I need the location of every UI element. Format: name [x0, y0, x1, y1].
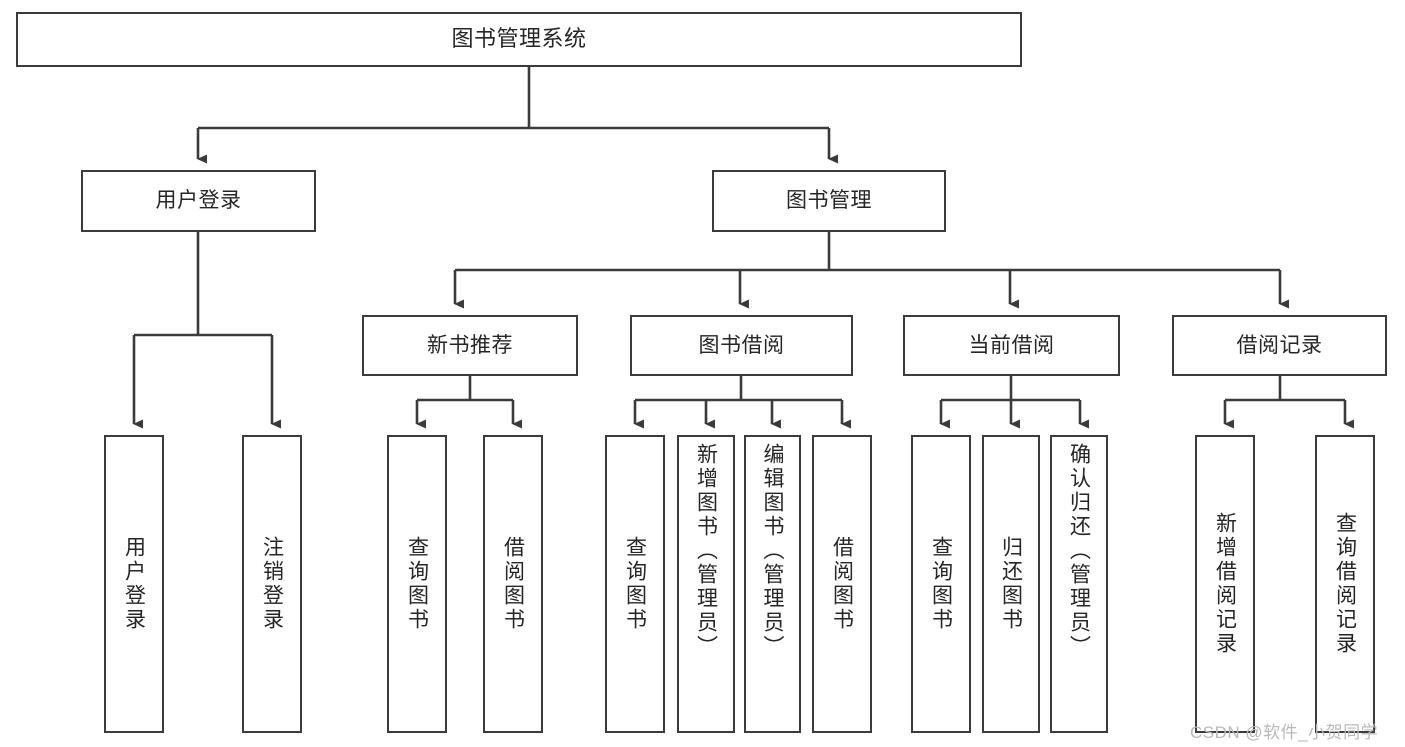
node-borrow-record[interactable]: 借阅记录 [1172, 315, 1387, 376]
node-label: 查询图书 [623, 536, 647, 632]
leaf-book-borrow-query[interactable]: 查询图书 [605, 435, 665, 733]
node-label: 新增图书（管理员） [694, 443, 718, 659]
node-new-book-recommend[interactable]: 新书推荐 [362, 315, 578, 376]
node-label: 用户登录 [155, 189, 242, 213]
node-label: 确认归还（管理员） [1067, 443, 1091, 659]
leaf-new-book-query[interactable]: 查询图书 [387, 435, 447, 733]
node-label: 借阅图书 [830, 536, 854, 632]
leaf-current-borrow-return[interactable]: 归还图书 [982, 435, 1040, 733]
node-user-login[interactable]: 用户登录 [81, 170, 316, 232]
node-label: 图书管理系统 [451, 26, 587, 52]
node-label: 新书推荐 [427, 333, 513, 357]
node-label: 图书借阅 [698, 333, 785, 357]
leaf-book-borrow-edit[interactable]: 编辑图书（管理员） [744, 435, 801, 733]
node-label: 查询借阅记录 [1333, 512, 1357, 656]
node-label: 用户登录 [122, 536, 146, 632]
node-label: 当前借阅 [968, 333, 1055, 357]
node-current-borrow[interactable]: 当前借阅 [903, 315, 1120, 376]
node-label: 查询图书 [405, 536, 429, 632]
node-label: 借阅图书 [501, 536, 525, 632]
leaf-borrow-record-add[interactable]: 新增借阅记录 [1195, 435, 1255, 733]
leaf-user-login-login[interactable]: 用户登录 [104, 435, 164, 733]
leaf-borrow-record-query[interactable]: 查询借阅记录 [1315, 435, 1375, 733]
csdn-watermark: CSDN @软件_小贺同学 [1190, 723, 1379, 742]
node-label: 查询图书 [929, 536, 953, 632]
leaf-user-login-logout[interactable]: 注销登录 [242, 435, 302, 733]
leaf-book-borrow-borrow[interactable]: 借阅图书 [812, 435, 872, 733]
leaf-book-borrow-add[interactable]: 新增图书（管理员） [677, 435, 735, 733]
node-book-borrow[interactable]: 图书借阅 [630, 315, 853, 376]
node-label: 借阅记录 [1236, 333, 1323, 357]
node-label: 图书管理 [786, 189, 872, 213]
leaf-current-borrow-query[interactable]: 查询图书 [911, 435, 971, 733]
leaf-new-book-borrow[interactable]: 借阅图书 [483, 435, 543, 733]
leaf-current-borrow-confirm-return[interactable]: 确认归还（管理员） [1050, 435, 1108, 733]
node-label: 注销登录 [260, 536, 284, 632]
node-root[interactable]: 图书管理系统 [16, 12, 1022, 67]
node-book-management[interactable]: 图书管理 [712, 170, 946, 232]
node-label: 编辑图书（管理员） [761, 443, 784, 659]
node-label: 新增借阅记录 [1213, 512, 1237, 656]
node-label: 归还图书 [999, 536, 1023, 632]
